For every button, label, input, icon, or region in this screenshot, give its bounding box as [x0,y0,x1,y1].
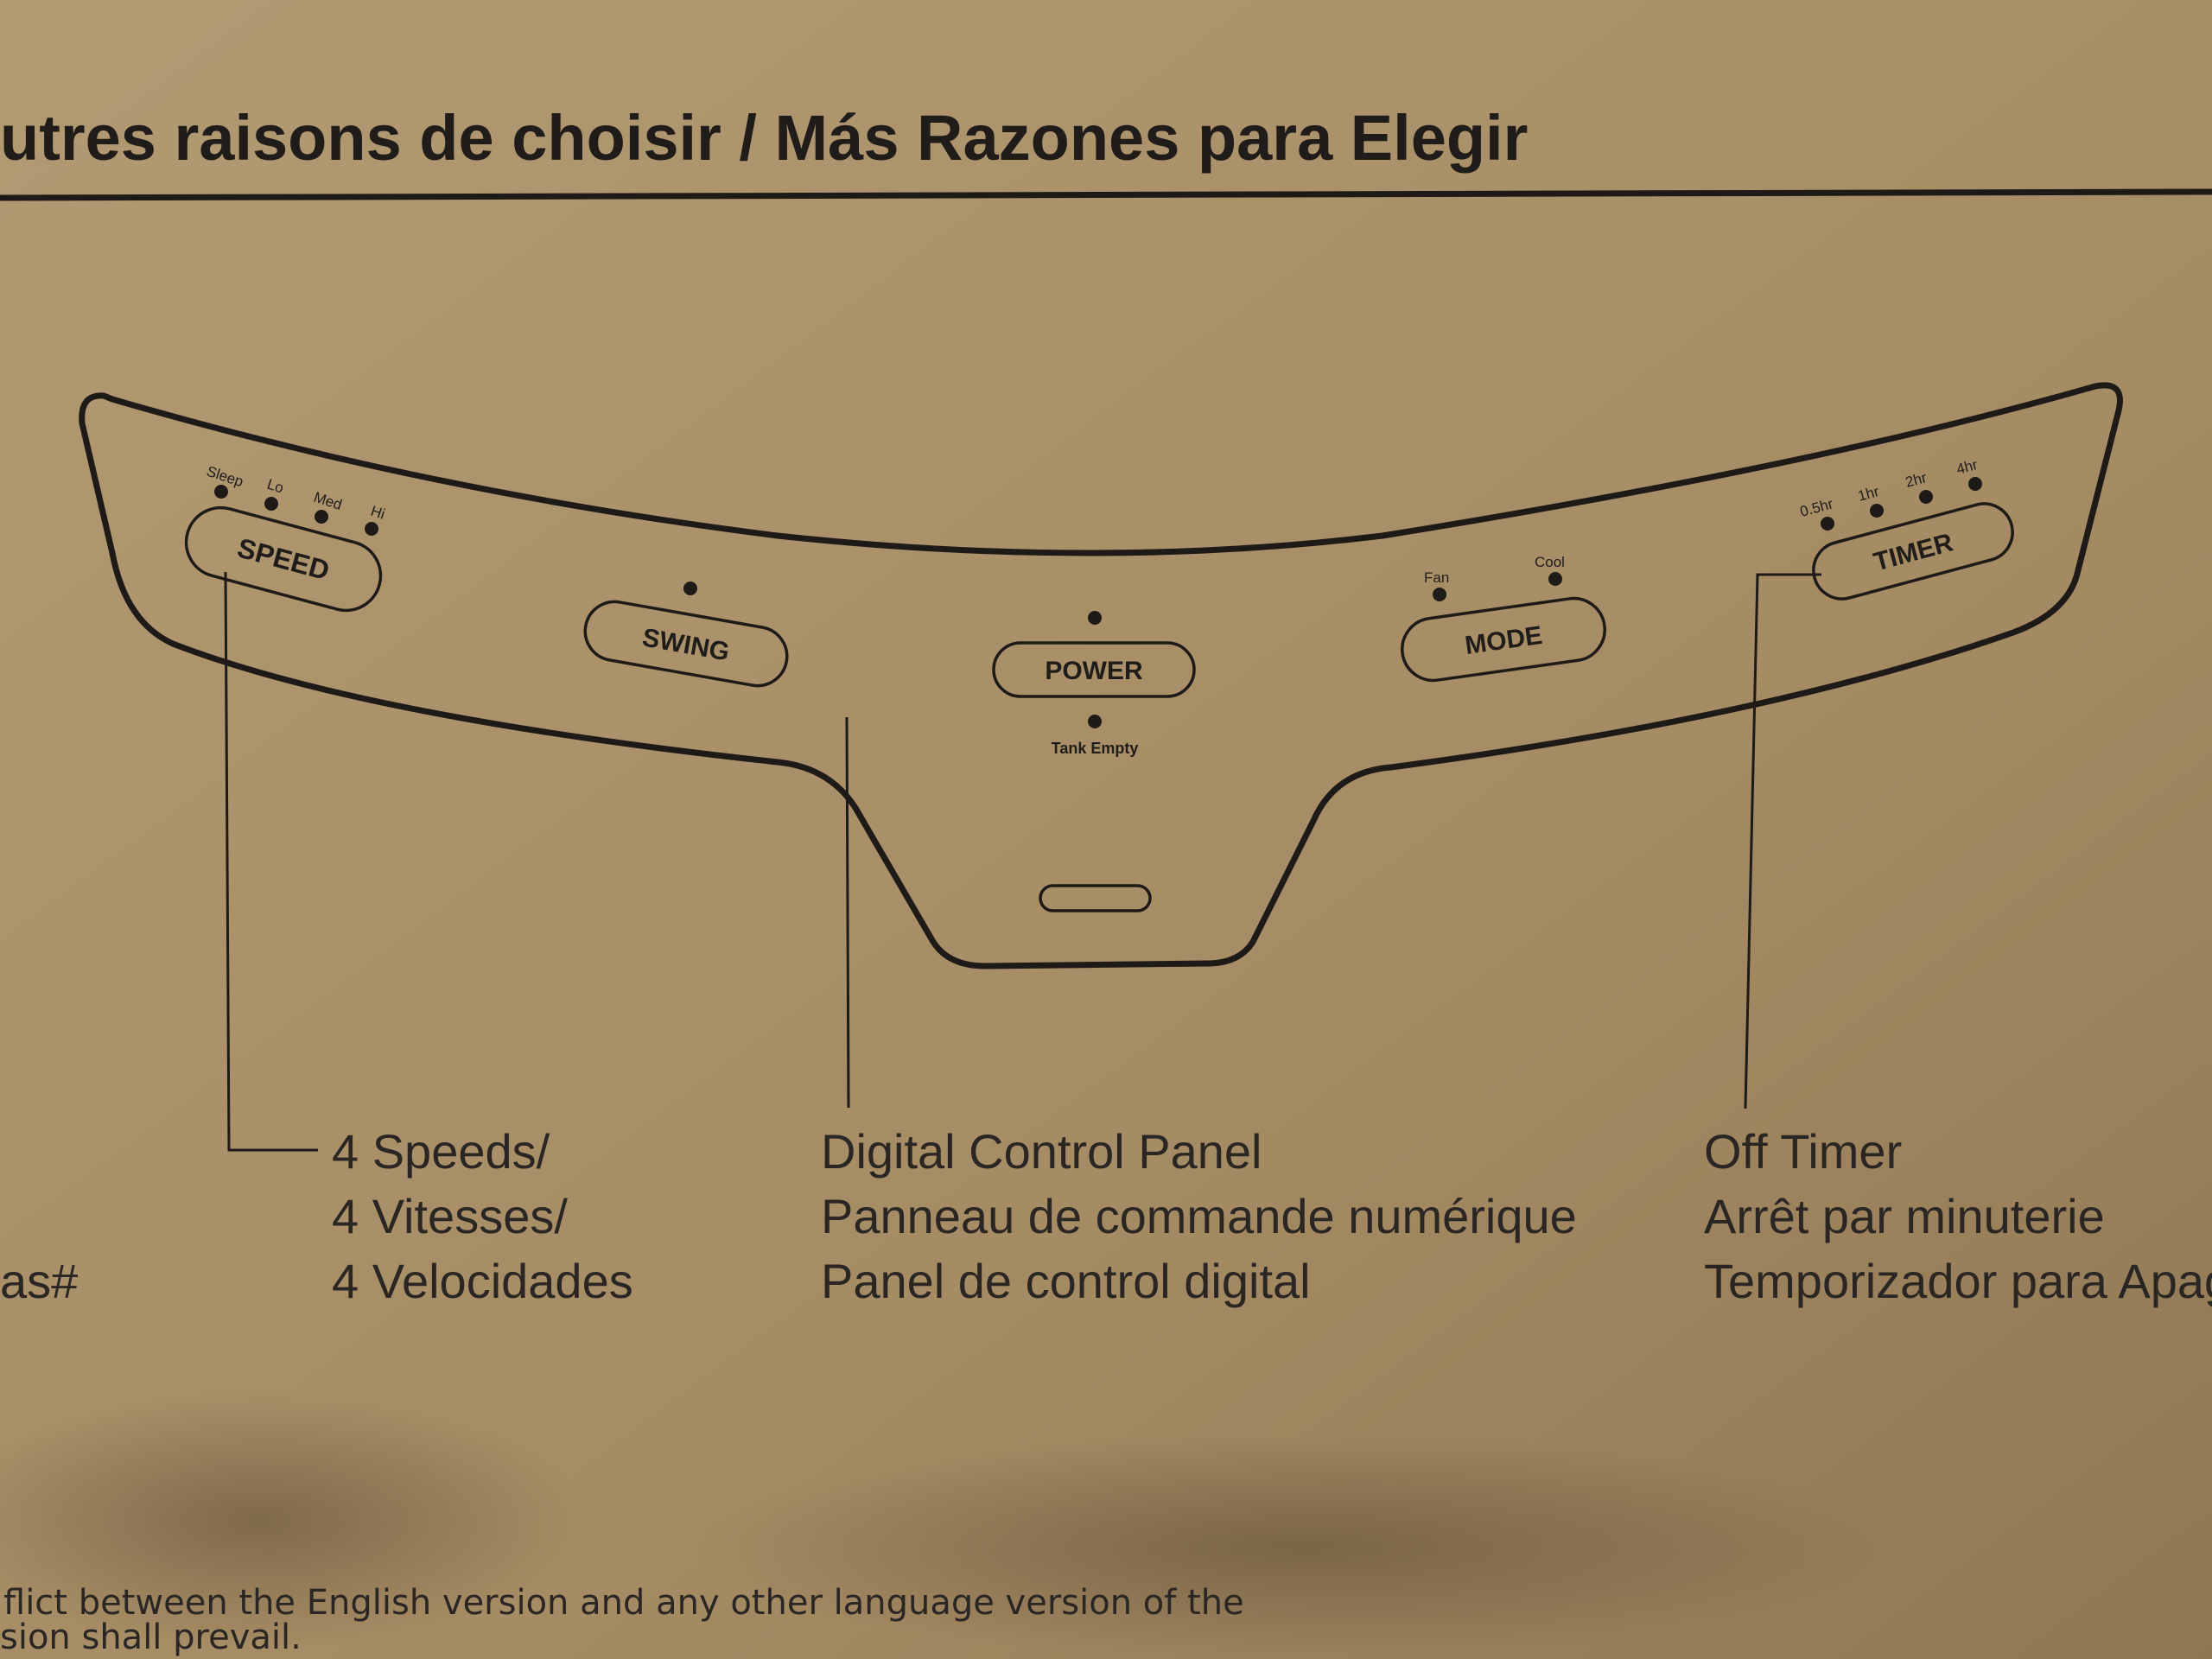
callout-line: Temporizador para Apaga [1704,1254,2212,1308]
fan-label: Fan [1424,569,1449,586]
control-panel-outline [79,382,2123,969]
footer-disclaimer-line: flict between the English version and an… [3,1583,1244,1623]
cool-label: Cool [1535,554,1565,570]
callout-line: 4 Velocidades [332,1254,633,1308]
section-title: utres raisons de choisir / Más Razones p… [0,102,1528,174]
indicator-label: Hi [369,503,387,523]
power-button-label: POWER [1045,657,1143,685]
tank-empty-label: Tank Empty [1052,740,1139,757]
callout-line: 4 Vitesses/ [332,1189,568,1243]
sensor-slot [1039,884,1152,912]
shadow [0,1391,588,1650]
indicator-light [1870,504,1884,518]
fan-indicator-light [1433,588,1446,601]
callout-line: Panel de control digital [821,1254,1311,1308]
indicator-light [365,522,378,536]
indicator-light [1919,490,1933,504]
indicator-light [315,510,328,524]
shadow [691,1434,1901,1659]
timer-leader-line [1744,573,1821,1109]
indicator-light [264,497,278,511]
indicator-light [1821,517,1834,531]
callout-line: Arrêt par minuterie [1704,1189,2105,1243]
swing-indicator-light [683,582,697,595]
power-indicator-light [1088,611,1102,625]
left-fragment-text: as# [0,1254,78,1308]
indicator-label: Lo [265,476,286,497]
callout-line: Off Timer [1704,1124,1902,1179]
speed-indicators: Sleep Lo Med Hi [205,463,387,536]
callout-line: Digital Control Panel [821,1124,1262,1179]
panel-leader-line [845,716,850,1109]
tank-empty-indicator-light [1088,715,1102,728]
speeds-callout: 4 Speeds/ 4 Vitesses/ 4 Velocidades [332,1124,633,1308]
panel-callout: Digital Control Panel Panneau de command… [821,1124,1577,1308]
callout-line: Panneau de commande numérique [821,1189,1577,1243]
power-button[interactable]: POWER [992,641,1196,698]
header-rule [0,188,2212,201]
callout-line: 4 Speeds/ [332,1124,550,1179]
speed-leader-line [224,571,318,1152]
timer-callout: Off Timer Arrêt par minuterie Temporizad… [1704,1124,2212,1308]
footer-disclaimer-line: sion shall prevail. [0,1618,302,1657]
indicator-light [214,485,228,499]
indicator-light [1968,477,1982,491]
cool-indicator-light [1548,572,1562,586]
